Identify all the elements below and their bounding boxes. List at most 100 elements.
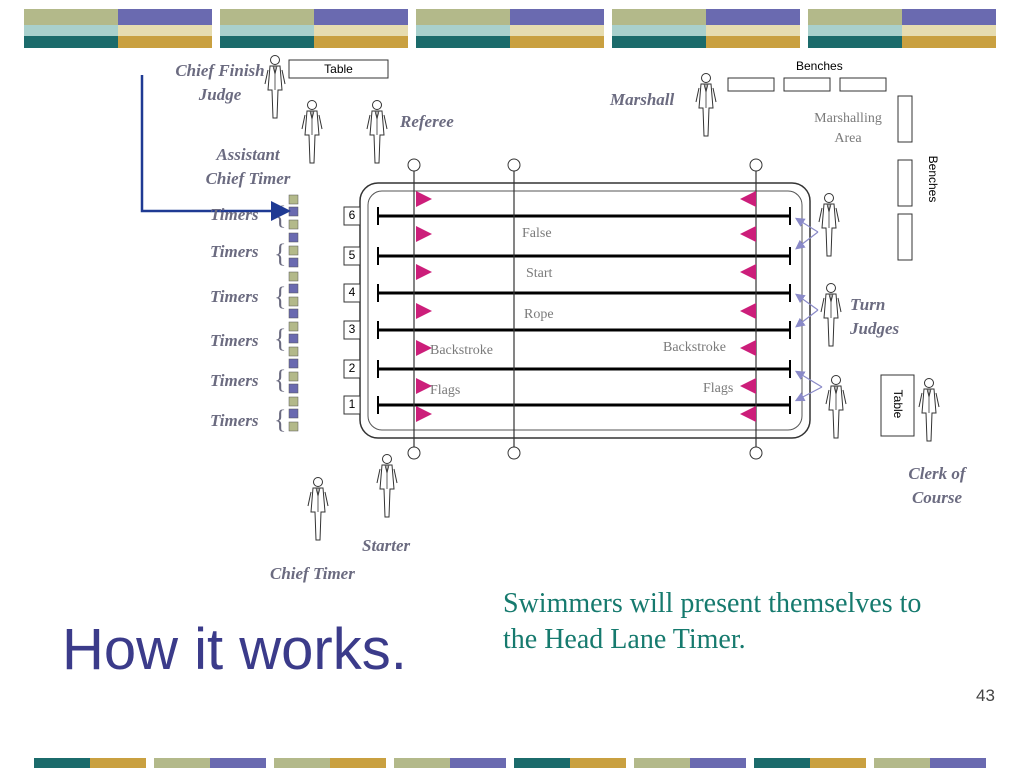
flag-left-1 bbox=[416, 191, 432, 207]
bench-top-1 bbox=[727, 77, 775, 92]
label-table-top: Table bbox=[324, 62, 353, 76]
label-rope: Rope bbox=[524, 307, 554, 322]
lane-box-1 bbox=[343, 395, 361, 415]
bottom-band-block-4 bbox=[394, 758, 506, 768]
label-table-right: Table bbox=[891, 389, 905, 419]
marshall-figure bbox=[695, 73, 717, 137]
lane-number-3: 3 bbox=[348, 322, 356, 336]
turn-judge-figure-2 bbox=[820, 283, 842, 347]
lane-rope-5 bbox=[377, 247, 791, 265]
flag-right-2 bbox=[740, 226, 756, 242]
flag-right-4 bbox=[740, 303, 756, 319]
starter-figure bbox=[376, 454, 398, 518]
label-timers-lane-4: Timers bbox=[210, 287, 259, 306]
top-band-block-2 bbox=[220, 9, 408, 48]
label-timers-lane-1: Timers bbox=[210, 411, 259, 430]
timer-square-10 bbox=[288, 308, 299, 319]
label-chief-finish-judge: Chief Finish Judge bbox=[175, 61, 265, 104]
bench-top-2 bbox=[783, 77, 831, 92]
label-marshalling-area: Marshalling Area bbox=[814, 111, 882, 146]
timer-square-5 bbox=[288, 245, 299, 256]
table-top-shape bbox=[288, 59, 389, 79]
marshalling-bench-1 bbox=[897, 95, 913, 143]
timer-brace-4: { bbox=[274, 324, 286, 353]
timer-positions bbox=[288, 194, 299, 432]
timer-square-7 bbox=[288, 271, 299, 282]
lane-number-1: 1 bbox=[348, 397, 356, 411]
label-clerk-of-course: Clerk of Course bbox=[908, 464, 966, 507]
chief-timer-figure bbox=[307, 477, 329, 541]
label-marshall: Marshall bbox=[610, 90, 675, 109]
label-assistant-chief-timer: Assistant Chief Timer bbox=[205, 145, 291, 188]
timer-square-2 bbox=[288, 206, 299, 217]
label-timers-lane-3: Timers bbox=[210, 331, 259, 350]
post-bottom-right bbox=[749, 446, 763, 460]
lane-rope-3 bbox=[377, 321, 791, 339]
label-timers-lane-2: Timers bbox=[210, 371, 259, 390]
marshalling-bench-2 bbox=[897, 159, 913, 207]
table-right-shape bbox=[880, 374, 915, 437]
timer-square-9 bbox=[288, 296, 299, 307]
post-bottom-left bbox=[407, 446, 421, 460]
label-backstroke-right: Backstroke bbox=[663, 340, 726, 355]
timer-square-12 bbox=[288, 333, 299, 344]
timer-brace-3: { bbox=[274, 282, 286, 311]
slide-caption: Swimmers will present themselves to the … bbox=[503, 588, 922, 655]
flag-right-6 bbox=[740, 378, 756, 394]
lane-rope-6 bbox=[377, 207, 791, 225]
bottom-band-block-5 bbox=[514, 758, 626, 768]
chief-judge-arrow bbox=[140, 75, 291, 221]
label-backstroke-left: Backstroke bbox=[430, 343, 493, 358]
flag-right-3 bbox=[740, 264, 756, 280]
lane-number-4: 4 bbox=[348, 285, 356, 299]
lane-number-5: 5 bbox=[348, 248, 356, 262]
label-flags-right: Flags bbox=[703, 381, 734, 396]
lane-box-6 bbox=[343, 206, 361, 226]
post-top-right bbox=[749, 158, 763, 172]
top-band-block-1 bbox=[24, 9, 212, 48]
top-decorative-band bbox=[24, 9, 996, 48]
top-band-block-5 bbox=[808, 9, 996, 48]
label-starter: Starter bbox=[362, 536, 411, 555]
lane-number-2: 2 bbox=[348, 361, 356, 375]
turn-judge-figure-1 bbox=[818, 193, 840, 257]
timer-square-17 bbox=[288, 396, 299, 407]
timer-brace-5: { bbox=[274, 365, 286, 394]
label-chief-timer: Chief Timer bbox=[270, 564, 355, 583]
label-benches-right: Benches bbox=[926, 155, 940, 203]
bottom-band-block-7 bbox=[754, 758, 866, 768]
timer-square-1 bbox=[288, 194, 299, 205]
page-number: 43 bbox=[976, 686, 995, 705]
label-timers-lane-6: Timers bbox=[210, 205, 259, 224]
timer-brace-1: { bbox=[274, 201, 286, 230]
lane-box-4 bbox=[343, 283, 361, 303]
turn-judge-figure-3 bbox=[825, 375, 847, 439]
timer-square-14 bbox=[288, 358, 299, 369]
timer-square-19 bbox=[288, 421, 299, 432]
flag-left-2 bbox=[416, 226, 432, 242]
lane-box-3 bbox=[343, 320, 361, 340]
label-false: False bbox=[522, 226, 552, 241]
label-flags-left: Flags bbox=[430, 383, 461, 398]
timer-square-16 bbox=[288, 383, 299, 394]
timer-brace-2: { bbox=[274, 239, 286, 268]
flag-right-7 bbox=[740, 406, 756, 422]
lane-ropes bbox=[377, 207, 791, 414]
backstroke-flags bbox=[416, 191, 756, 422]
flag-left-6 bbox=[416, 378, 432, 394]
timer-brace-6: { bbox=[274, 405, 286, 434]
timer-square-3 bbox=[288, 219, 299, 230]
pool-inner-wall bbox=[367, 190, 803, 431]
timer-square-4 bbox=[288, 232, 299, 243]
timer-braces: { { { { { { bbox=[274, 201, 286, 434]
flag-right-5 bbox=[740, 340, 756, 356]
post-top-middle bbox=[507, 158, 521, 172]
pool-diagram: { { { { { { bbox=[140, 55, 940, 541]
flag-left-4 bbox=[416, 303, 432, 319]
bottom-band-block-2 bbox=[154, 758, 266, 768]
bottom-band-block-8 bbox=[874, 758, 986, 768]
label-turn-judges: Turn Judges bbox=[850, 295, 900, 338]
top-band-block-4 bbox=[612, 9, 800, 48]
bottom-band-block-3 bbox=[274, 758, 386, 768]
lane-rope-4 bbox=[377, 284, 791, 302]
